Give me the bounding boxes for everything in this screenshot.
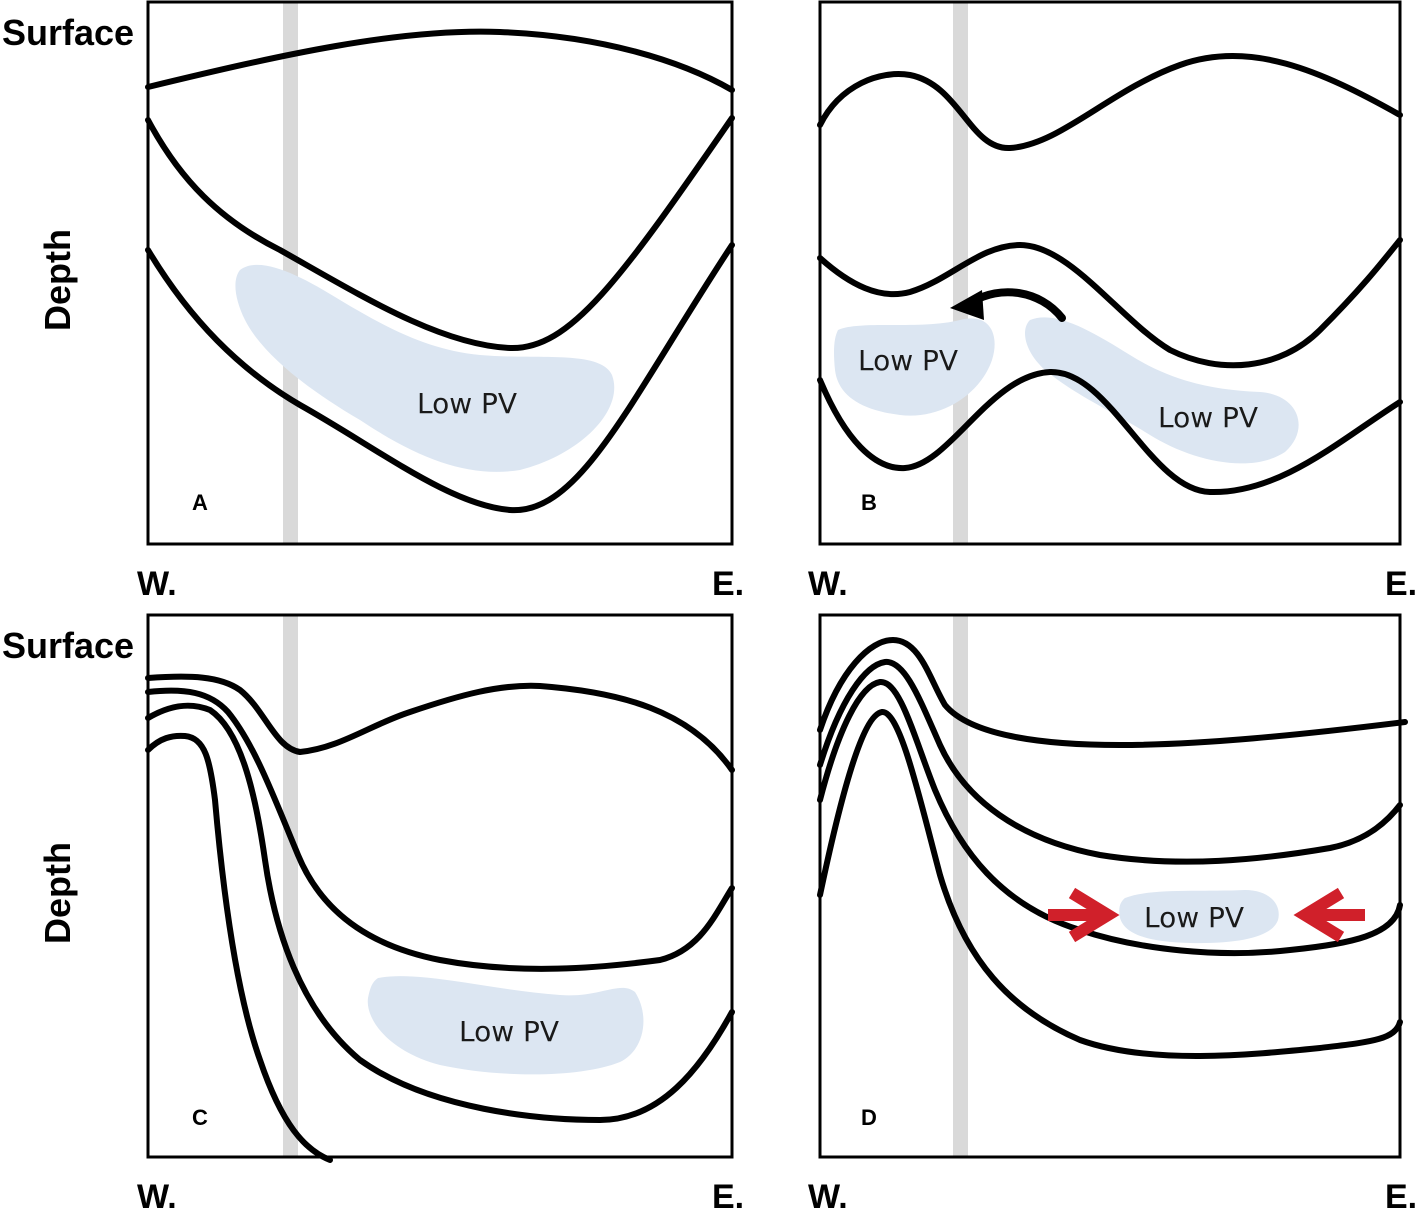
east-label: E. <box>712 565 744 603</box>
panel-frame <box>146 0 734 546</box>
low-pv-label: Low PV <box>1144 901 1244 934</box>
isopycnal-2 <box>817 237 1403 369</box>
low-pv-region-east <box>1025 317 1299 464</box>
isopycnal-3 <box>145 702 735 1123</box>
panel-letter: A <box>192 490 208 515</box>
low-pv-label: Low PV <box>459 1015 559 1048</box>
panel-frame <box>818 613 1402 1159</box>
panel-frame <box>146 613 734 1159</box>
low-pv-region <box>367 976 644 1075</box>
panel-letter: C <box>192 1105 208 1130</box>
reference-bar <box>953 2 968 544</box>
reference-bar <box>283 2 298 544</box>
panel-letter: B <box>861 490 877 515</box>
surface-label-bottom: Surface <box>2 625 134 666</box>
panel-b: Low PV Low PV B W. E. <box>808 0 1417 603</box>
low-pv-label: Low PV <box>417 387 517 420</box>
depth-label-top: Depth <box>37 229 78 331</box>
convergence-arrow-east <box>1293 887 1365 943</box>
depth-label-bottom: Depth <box>37 842 78 944</box>
east-label: E. <box>712 1178 744 1210</box>
west-label: W. <box>137 1178 177 1210</box>
low-pv-label-east: Low PV <box>1158 401 1258 434</box>
low-pv-region <box>1119 890 1279 944</box>
isopycnal-2 <box>817 659 1403 865</box>
east-label: E. <box>1385 1178 1417 1210</box>
isopycnal-4 <box>145 732 333 1163</box>
advection-arrow <box>968 288 1066 322</box>
isopycnal-1 <box>145 28 735 93</box>
panel-a: Low PV A W. E. <box>137 0 744 603</box>
low-pv-region <box>235 264 615 472</box>
isopycnal-3 <box>817 368 1403 496</box>
isopycnal-1 <box>817 637 1408 748</box>
west-label: W. <box>808 1178 848 1210</box>
west-label: W. <box>808 565 848 603</box>
advection-arrowhead <box>950 290 984 320</box>
panel-letter: D <box>861 1105 877 1130</box>
isopycnal-1 <box>817 52 1403 152</box>
low-pv-region-west <box>834 318 995 416</box>
panel-d: Low PV D W. E. <box>808 613 1417 1210</box>
isopycnal-1 <box>145 673 735 773</box>
panel-frame <box>818 0 1402 546</box>
west-label: W. <box>137 565 177 603</box>
panel-c: Low PV C W. E. <box>137 613 744 1210</box>
east-label: E. <box>1385 565 1417 603</box>
isopycnal-2 <box>145 687 735 972</box>
convergence-arrow-west <box>1048 887 1120 943</box>
isopycnal-2 <box>145 115 735 352</box>
reference-bar <box>283 615 298 1157</box>
isopycnal-3 <box>817 679 1403 957</box>
surface-label-top: Surface <box>2 12 134 53</box>
low-pv-label-west: Low PV <box>858 344 958 377</box>
reference-bar <box>953 615 968 1157</box>
isopycnal-4 <box>817 709 1403 1059</box>
isopycnal-3 <box>145 242 735 514</box>
